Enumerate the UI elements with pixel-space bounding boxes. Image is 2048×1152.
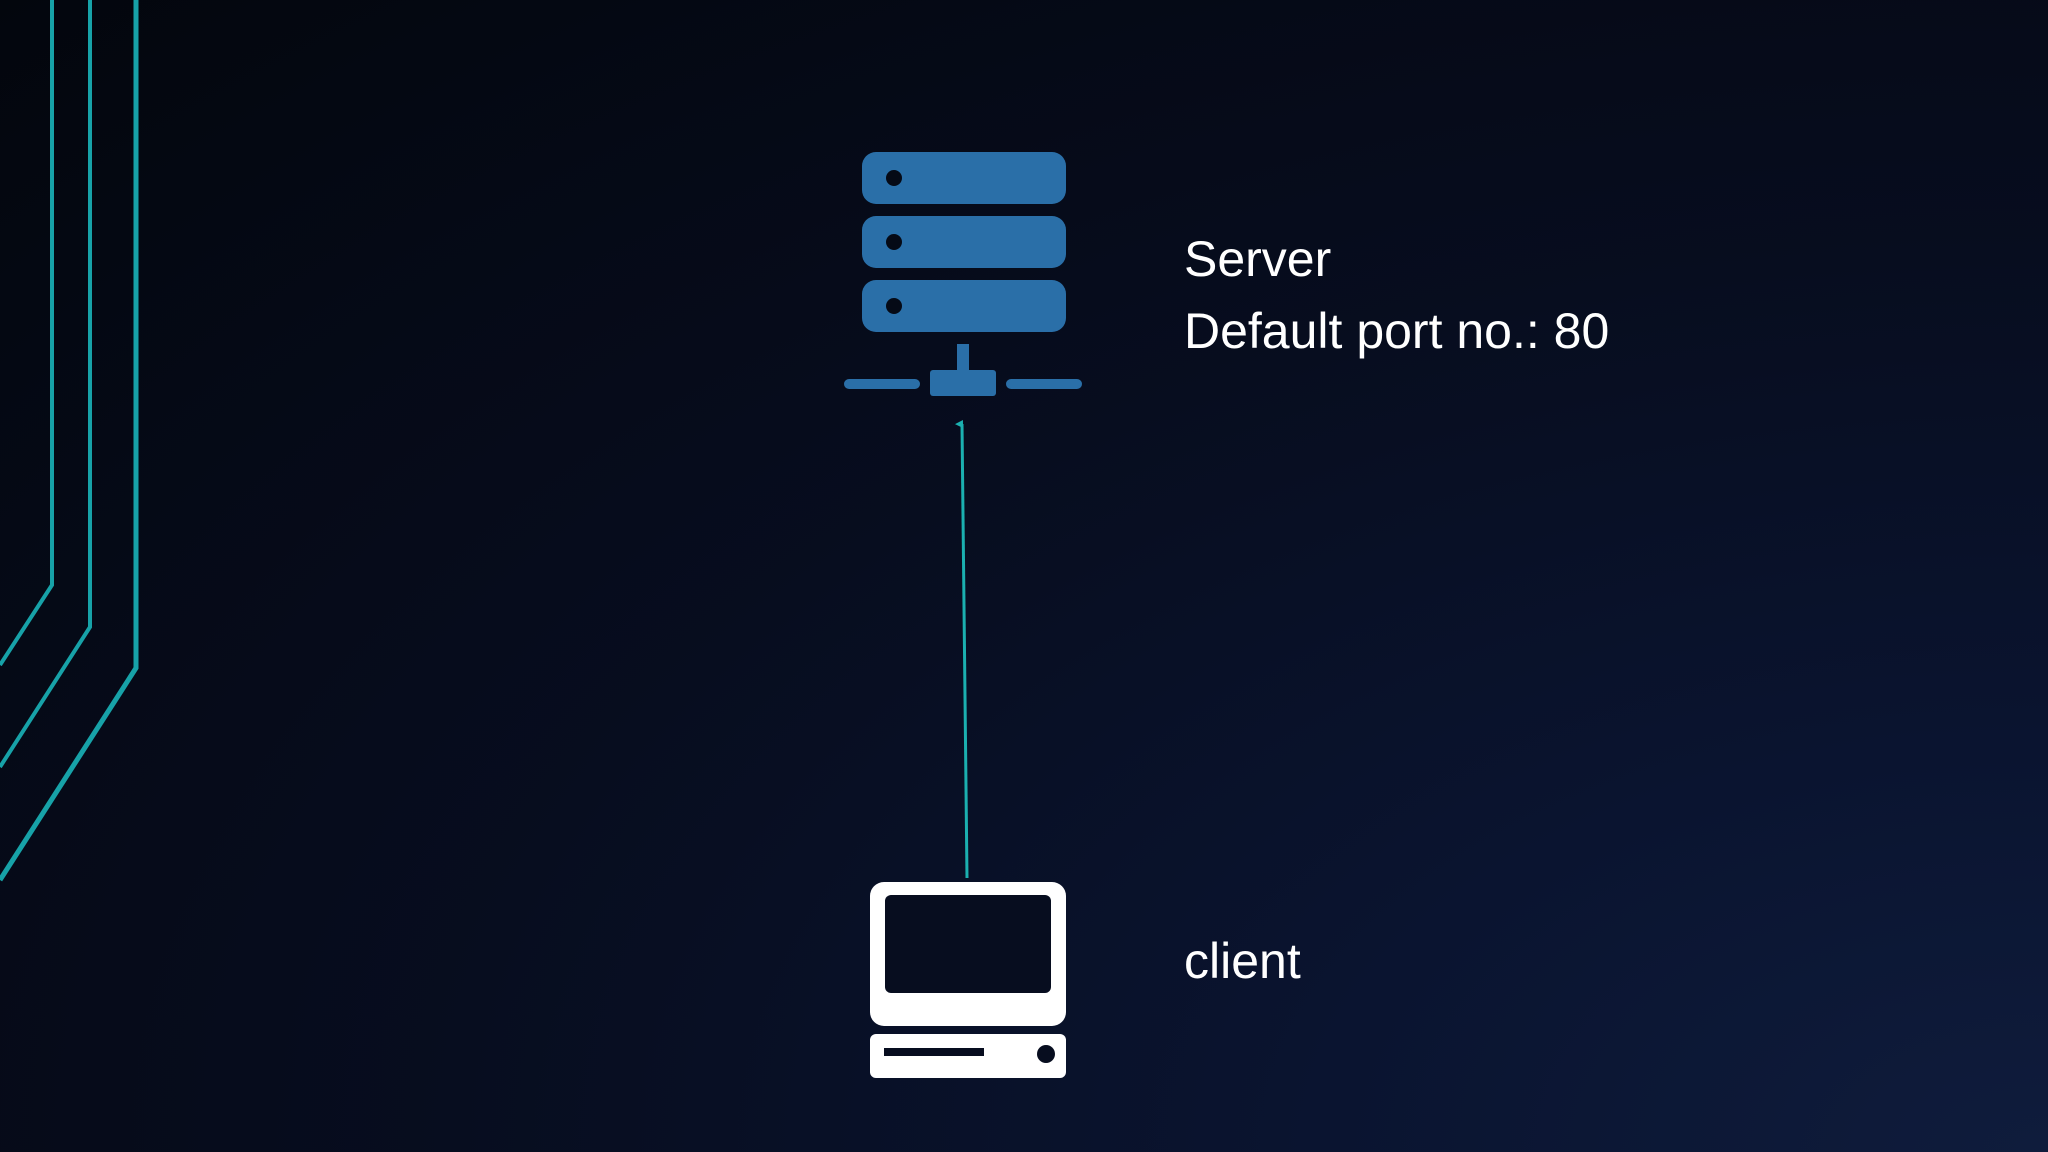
server-label: Server Default port no.: 80: [1184, 223, 1609, 367]
client-label: client: [1184, 933, 1301, 989]
decorative-lines: [0, 0, 139, 882]
desktop-computer-icon: [870, 882, 1066, 1078]
server-port-detail: Default port no.: 80: [1184, 303, 1610, 359]
server-title: Server: [1184, 231, 1332, 287]
server-rack-icon: [844, 152, 1082, 396]
